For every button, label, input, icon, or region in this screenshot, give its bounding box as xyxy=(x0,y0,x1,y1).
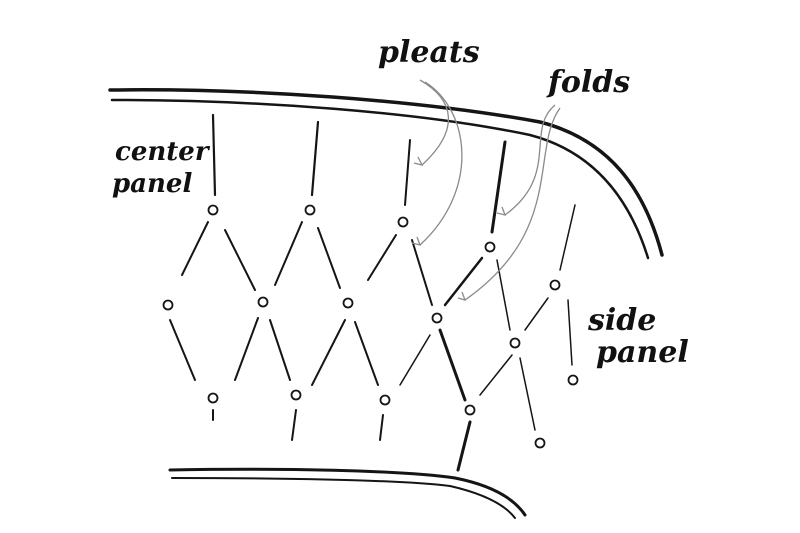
center-panel-label-line2: panel xyxy=(112,169,192,199)
tufting-buttons xyxy=(162,204,579,449)
top-edge-inner xyxy=(110,98,650,260)
folds-arrow-2 xyxy=(464,107,561,301)
side-panel-label-line1: side xyxy=(587,303,656,338)
top-edge-outer xyxy=(108,88,664,257)
chair-outline xyxy=(108,88,664,519)
labels: pleats folds center panel side panel xyxy=(112,35,689,370)
pleats-label: pleats xyxy=(378,35,480,70)
side-panel-label-line2: panel xyxy=(596,335,689,370)
center-panel-label-line1: center xyxy=(115,137,211,167)
folds-arrow-1 xyxy=(504,104,556,216)
pleat-lines xyxy=(169,113,576,472)
seat-edge-inner xyxy=(171,477,516,519)
pleats-arrow-1 xyxy=(419,79,450,166)
pleats-arrow-2 xyxy=(419,81,463,246)
seat-edge-outer xyxy=(168,467,527,517)
folds-label: folds xyxy=(546,65,630,100)
callout-arrows xyxy=(411,79,561,301)
